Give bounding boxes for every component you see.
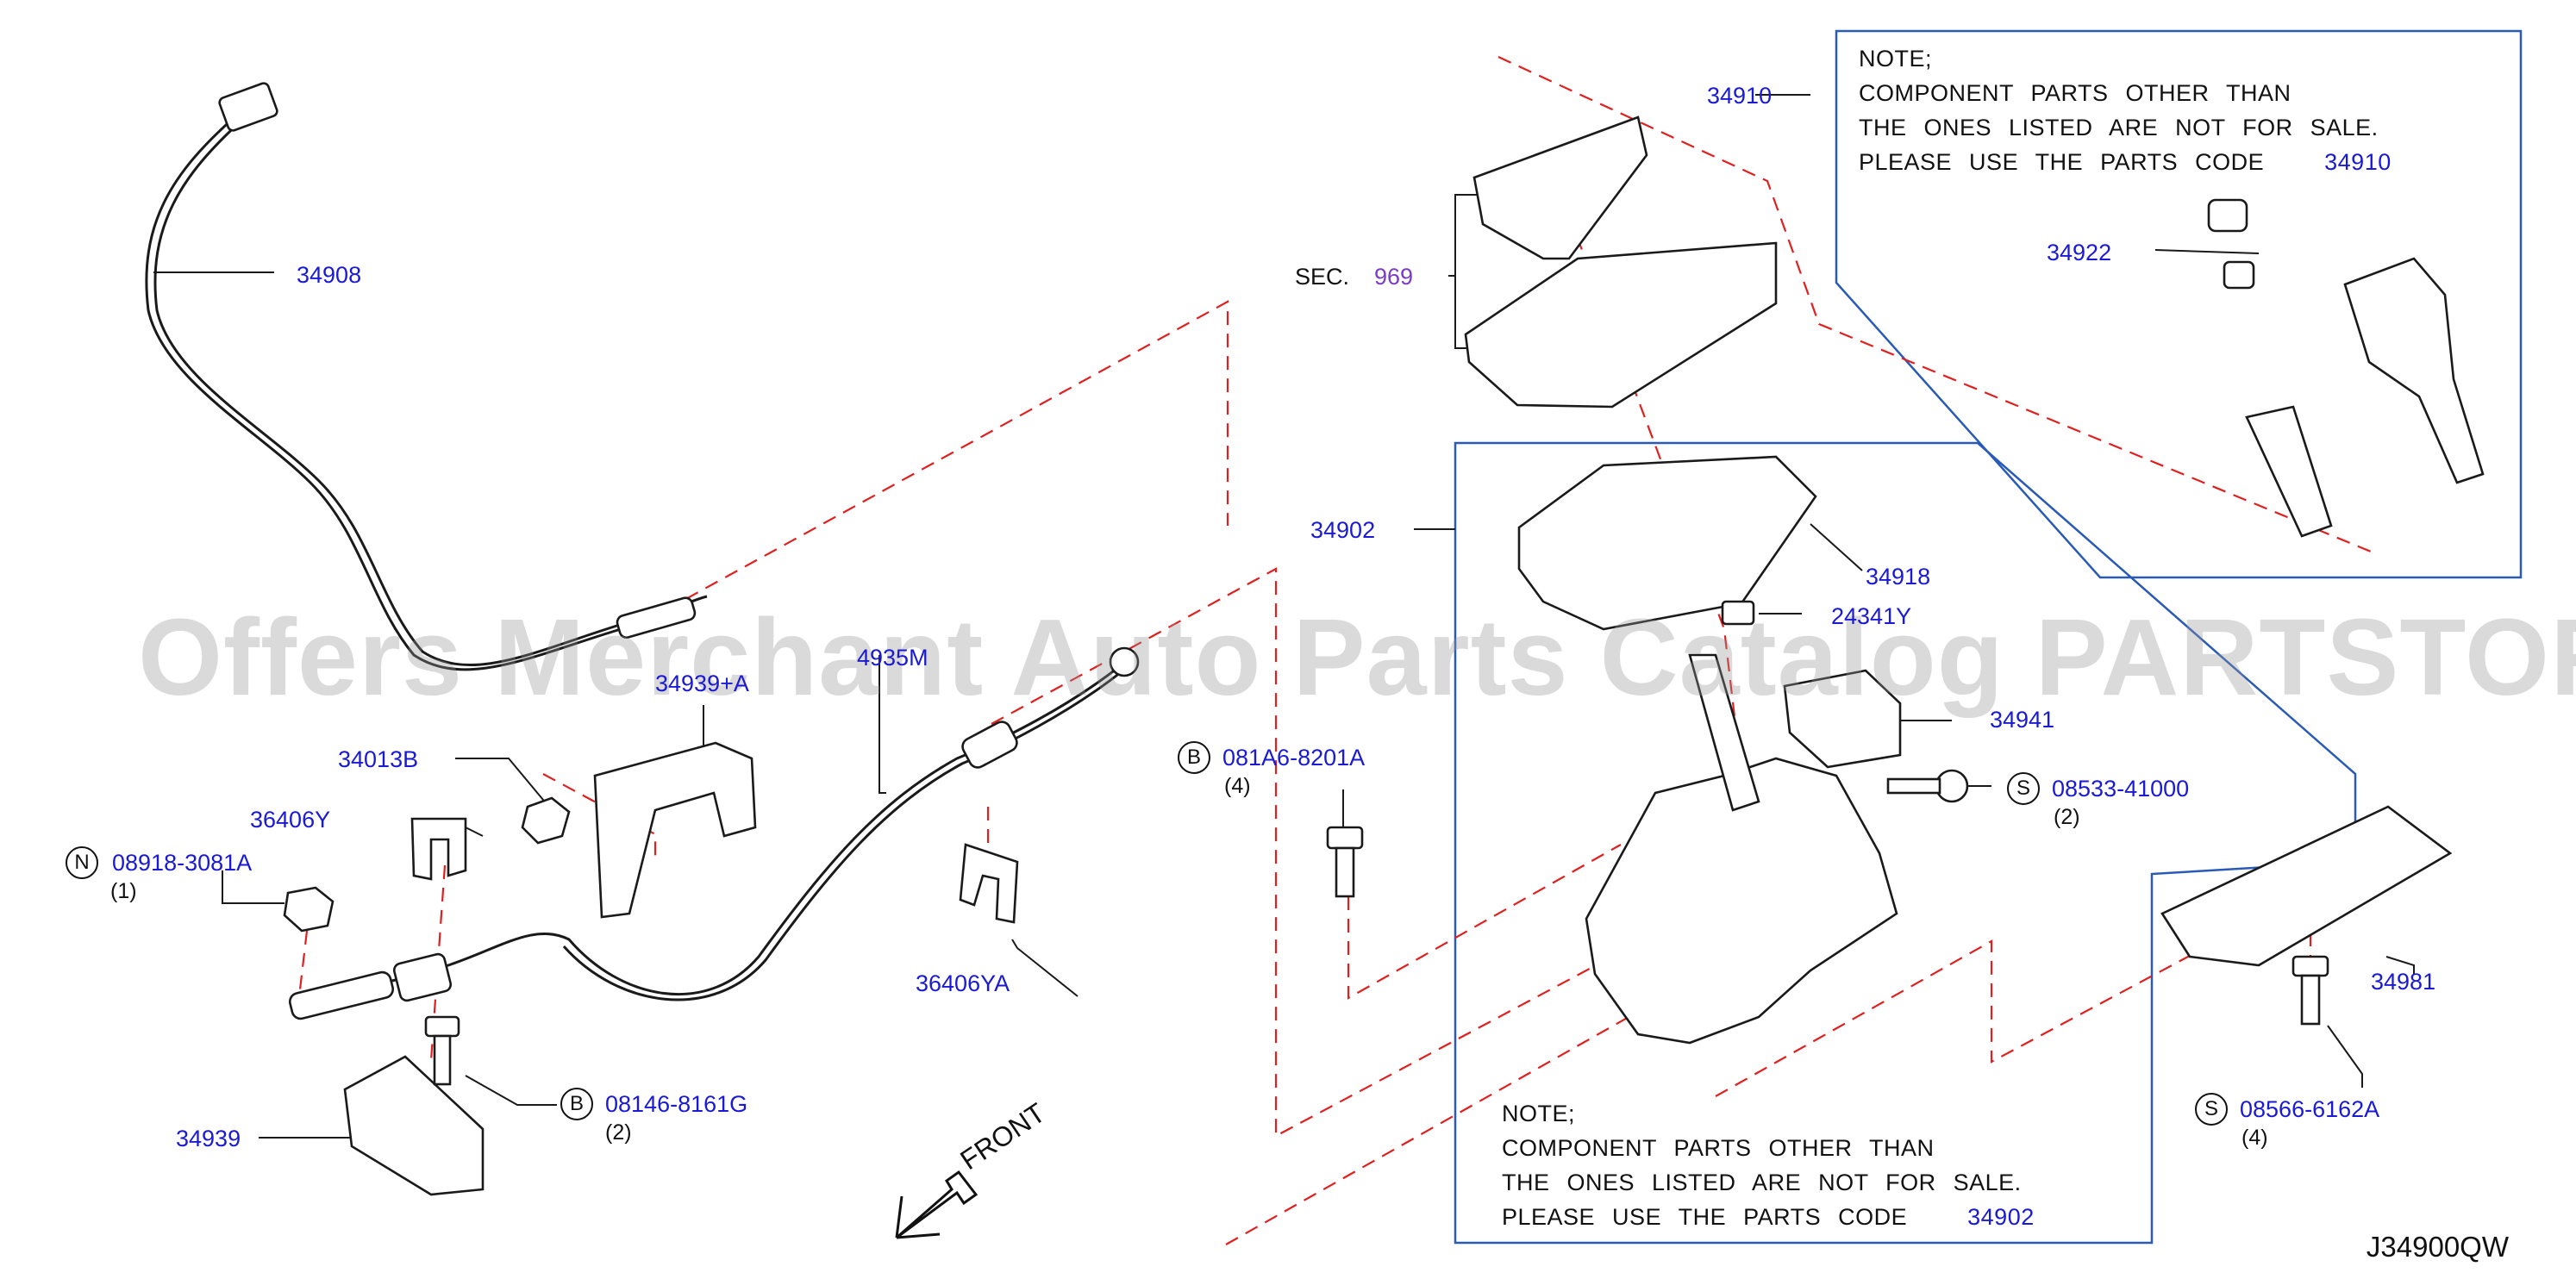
- note-bottom-code[interactable]: 34902: [1967, 1204, 2035, 1230]
- drawing-code: J34900QW: [2366, 1231, 2509, 1263]
- bolt-08146: [424, 1015, 460, 1038]
- knob-sleeve: [2245, 405, 2333, 538]
- label-08918-3081A[interactable]: 08918-3081A: [112, 850, 253, 876]
- bolt-081A6: [1326, 826, 1364, 850]
- indicator-panel-969: [1464, 241, 1778, 409]
- bolt-081A6-shank: [1335, 846, 1355, 898]
- note-top-line2: COMPONENT PARTS OTHER THAN: [1859, 80, 2292, 106]
- note-bottom-line3: THE ONES LISTED ARE NOT FOR SALE.: [1502, 1170, 2022, 1195]
- clip-36406Y: [410, 817, 467, 881]
- label-36406Y[interactable]: 36406Y: [250, 807, 331, 833]
- frame-34902: [1454, 441, 2357, 1245]
- badge-B-08146: B: [560, 1088, 593, 1120]
- label-36406YA[interactable]: 36406YA: [916, 970, 1010, 996]
- screw-08533-shank: [1886, 777, 1941, 795]
- label-34910[interactable]: 34910: [1707, 83, 1773, 109]
- label-34981[interactable]: 34981: [2371, 969, 2436, 995]
- frame-34910: [1835, 29, 2523, 579]
- qty-08146: (2): [605, 1120, 632, 1145]
- badge-S-08533: S: [2007, 772, 2040, 805]
- phantom-lower-right: [1715, 890, 2311, 1097]
- label-34908[interactable]: 34908: [297, 262, 362, 288]
- label-081A6-8201A[interactable]: 081A6-8201A: [1222, 745, 1366, 771]
- qty-08918: (1): [110, 879, 137, 903]
- bolt-08146-shank: [433, 1034, 452, 1086]
- badge-B-081A6: B: [1178, 741, 1210, 774]
- note-bottom-line2: COMPONENT PARTS OTHER THAN: [1502, 1135, 1935, 1161]
- bracket-34941: [1783, 669, 1902, 769]
- label-34902[interactable]: 34902: [1310, 517, 1376, 543]
- qty-08566: (4): [2241, 1126, 2268, 1150]
- bolt-08566: [2292, 955, 2329, 977]
- button-34922: [2207, 198, 2248, 233]
- phantom-bracket-34939: [542, 773, 657, 862]
- bracket-34939A: [593, 741, 757, 919]
- nut-08918: [283, 886, 335, 933]
- note-bottom-line1: NOTE;: [1502, 1101, 1576, 1126]
- clip-36406YA: [959, 843, 1019, 924]
- front-arrow-icon: [895, 1170, 979, 1239]
- label-34922[interactable]: 34922: [2047, 240, 2112, 265]
- label-sec-969[interactable]: 969: [1374, 264, 1414, 290]
- note-bottom: NOTE; COMPONENT PARTS OTHER THAN THE ONE…: [1502, 1096, 2035, 1234]
- button-cap: [2223, 260, 2255, 290]
- label-sec-prefix: SEC.: [1295, 264, 1350, 290]
- phantom-lines: [298, 56, 2372, 1245]
- indicator-knob-969: [1472, 115, 1648, 260]
- phantom-cable-mid: [991, 567, 1613, 1138]
- badge-S-08566: S: [2195, 1093, 2228, 1126]
- shift-lever-34902: [1688, 653, 1760, 812]
- boot-34918: [1517, 455, 1817, 631]
- nut-34013B: [521, 796, 571, 845]
- cover-34981: [2160, 805, 2453, 967]
- label-4935M[interactable]: 4935M: [857, 645, 928, 671]
- label-24341Y[interactable]: 24341Y: [1831, 603, 1912, 629]
- badge-N: N: [66, 846, 98, 879]
- label-34013B[interactable]: 34013B: [338, 746, 419, 772]
- label-34939A[interactable]: 34939+A: [655, 671, 749, 696]
- cable-4935M-inner: [562, 671, 1122, 1001]
- cable-eye-4935M: [1109, 646, 1140, 677]
- cable-end-left: [288, 970, 395, 1020]
- label-08533-41000[interactable]: 08533-41000: [2052, 776, 2190, 802]
- label-08146-8161G[interactable]: 08146-8161G: [605, 1091, 748, 1117]
- connector-24341Y: [1721, 600, 1755, 626]
- bolt-08566-shank: [2300, 974, 2321, 1026]
- phantom-cable-upper: [646, 300, 1229, 621]
- knob-34910: [2343, 257, 2485, 484]
- qty-08533: (2): [2054, 805, 2080, 829]
- cable-34908: [145, 115, 708, 671]
- label-08566-6162A[interactable]: 08566-6162A: [2240, 1096, 2380, 1122]
- cable-adjuster: [392, 952, 453, 1002]
- cable-boot-4935M: [961, 721, 1018, 769]
- label-34939[interactable]: 34939: [176, 1126, 241, 1151]
- bracket-34939: [343, 1055, 485, 1196]
- cable-34908-inner: [153, 119, 623, 667]
- connector-34908: [218, 82, 278, 132]
- phantom-bolt-081A6: [1347, 844, 1622, 1000]
- label-34941[interactable]: 34941: [1990, 707, 2055, 733]
- note-top-line3: THE ONES LISTED ARE NOT FOR SALE.: [1859, 115, 2379, 140]
- note-top: NOTE; COMPONENT PARTS OTHER THAN THE ONE…: [1859, 41, 2392, 179]
- label-34918[interactable]: 34918: [1866, 564, 1931, 590]
- screw-08533: [1935, 769, 1969, 803]
- note-top-line1: NOTE;: [1859, 46, 1933, 72]
- qty-081A6: (4): [1224, 774, 1251, 798]
- part-shapes: [218, 82, 2485, 1196]
- group-frames: [1454, 29, 2523, 1245]
- note-top-code[interactable]: 34910: [2324, 149, 2392, 175]
- cable-end-34908: [616, 596, 697, 640]
